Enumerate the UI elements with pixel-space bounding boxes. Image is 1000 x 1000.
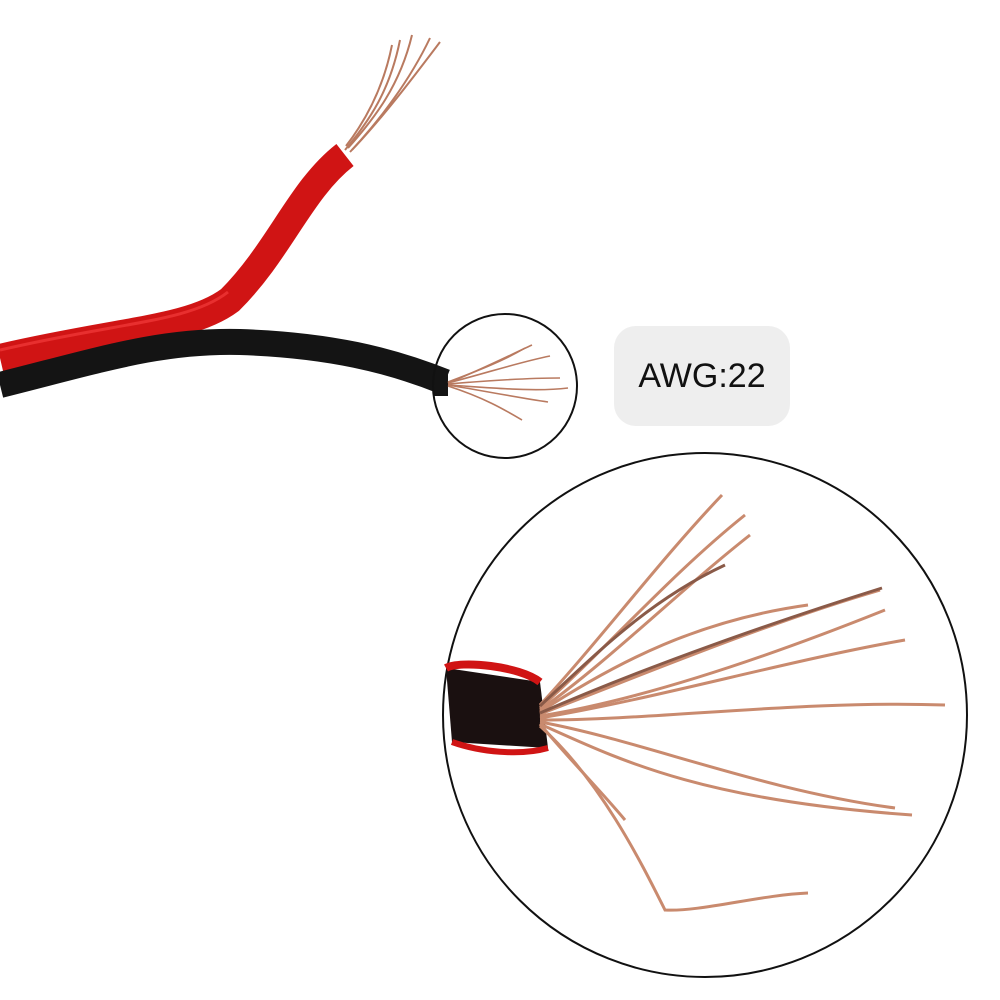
red-wire [0,34,441,372]
enlarged-copper-strands [538,493,946,912]
black-wire [0,328,569,421]
awg-label: AWG:22 [614,326,790,426]
magnifier-large-group [442,452,968,978]
red-wire-copper-strands [344,34,441,153]
enlarged-copper-strands-dark [538,563,883,715]
magnifier-circle-large [442,452,968,978]
magnifier-circle-small [432,313,578,459]
black-wire-copper-strands [447,344,569,421]
